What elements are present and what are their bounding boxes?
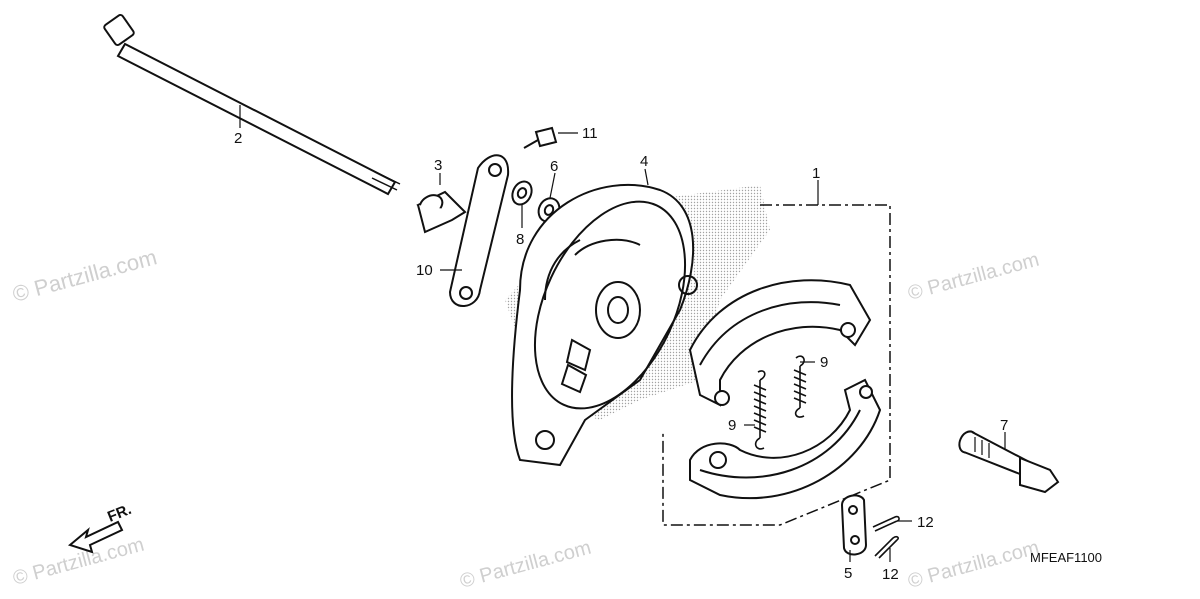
- front-direction-arrow: FR.: [67, 501, 134, 554]
- callout-2: 2: [234, 130, 242, 147]
- watermark-left: © Partzilla.com: [10, 244, 160, 307]
- callout-9-lower: 9: [728, 417, 736, 434]
- cotter-pin-upper: [872, 515, 900, 532]
- callout-12-upper: 12: [917, 514, 934, 531]
- callout-5: 5: [844, 565, 852, 582]
- callouts: 1 2 3 4 5 6 7 8 9 9 10 11 12 12: [234, 125, 1008, 583]
- brake-panel: [511, 183, 698, 467]
- watermark-bottom-right: © Partzilla.com: [906, 537, 1042, 593]
- watermark-right: © Partzilla.com: [906, 249, 1042, 305]
- bolt: [523, 126, 558, 149]
- watermark-bottom-center: © Partzilla.com: [458, 537, 594, 593]
- washer: [511, 180, 533, 206]
- callout-1: 1: [812, 165, 820, 182]
- spring-right: [793, 355, 807, 418]
- axle: [103, 14, 401, 196]
- callout-8: 8: [516, 231, 524, 248]
- brake-cam: [958, 430, 1060, 494]
- cotter-pin-lower: [874, 535, 899, 559]
- brake-shoe-lower: [689, 378, 882, 500]
- callout-7: 7: [1000, 417, 1008, 434]
- spring-left: [753, 370, 767, 450]
- torque-link: [448, 154, 510, 307]
- callout-6: 6: [550, 158, 558, 175]
- collar: [416, 190, 467, 234]
- callout-11: 11: [582, 125, 598, 142]
- callout-9-upper: 9: [820, 354, 828, 371]
- front-direction-label: FR.: [105, 501, 134, 526]
- leader-lines: [239, 105, 1006, 562]
- brake-shoe-upper: [688, 279, 872, 407]
- diagram-code: MFEAF1100: [1030, 550, 1102, 565]
- callout-12-lower: 12: [882, 566, 899, 583]
- group-bracket: [662, 204, 891, 526]
- plate: [840, 494, 868, 556]
- callout-4: 4: [640, 153, 648, 170]
- callout-3: 3: [434, 157, 442, 174]
- callout-10: 10: [416, 262, 433, 279]
